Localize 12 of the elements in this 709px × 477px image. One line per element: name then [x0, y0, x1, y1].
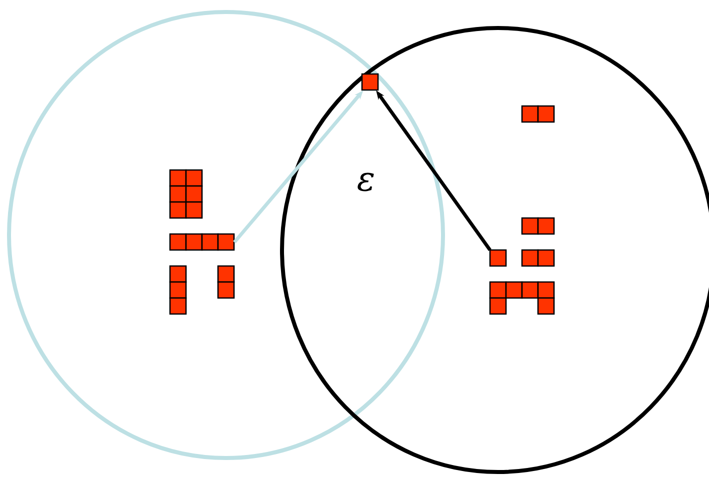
block-piece: [489, 281, 555, 315]
square: [489, 249, 507, 267]
block-piece: [169, 265, 187, 315]
block-piece: [169, 233, 235, 251]
block-piece: [521, 105, 555, 123]
block-piece: [521, 249, 555, 267]
square: [361, 73, 379, 91]
block-piece: [169, 169, 203, 219]
circle: [7, 10, 445, 460]
block-piece: [521, 217, 555, 235]
symbol-label: ε: [358, 172, 374, 192]
block-piece: [217, 265, 235, 299]
